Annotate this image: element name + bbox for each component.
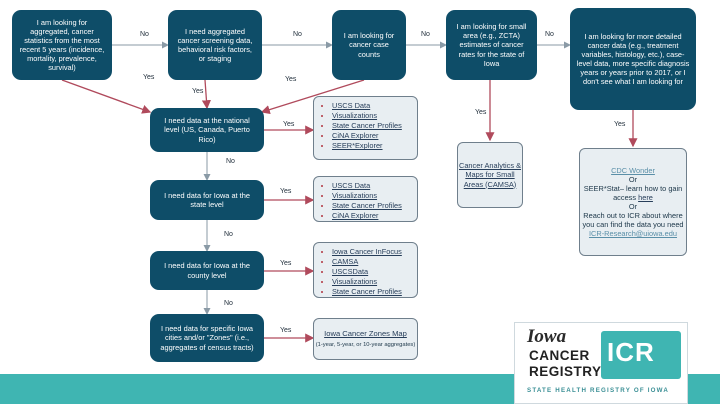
resource-final: CDC Wonder Or SEER*Stat– learn how to ga… [579,148,687,256]
node-q1: I am looking for aggregated, cancer stat… [12,10,112,80]
resource-zones: Iowa Cancer Zones Map (1-year, 5-year, o… [313,318,418,360]
label-yes-d1: Yes [283,121,295,128]
link-cdc-wonder[interactable]: CDC Wonder [611,165,655,175]
label-no-d2: No [224,231,233,238]
node-d1: I need data at the national level (US, C… [150,108,264,152]
label-no-d3: No [224,300,233,307]
node-q3: I am looking for cancer case counts [332,10,406,80]
link-state-cancer-profiles[interactable]: State Cancer Profiles [332,121,411,130]
reach-out-text: Reach out to ICR about where you can fin… [580,211,686,238]
label-yes-q2: Yes [192,88,204,95]
arrow-q2-d1 [201,79,211,110]
reach-out-label: Reach out to ICR about where you can fin… [582,211,684,230]
link-cina-explorer[interactable]: CiNA Explorer [332,211,411,220]
link-icr-email[interactable]: ICR-Research@uiowa.edu [588,229,678,239]
logo-tagline: STATE HEALTH REGISTRY OF IOWA [527,387,670,394]
label-yes-d4: Yes [280,327,292,334]
label-yes-q3: Yes [285,76,297,83]
link-state-cancer-profiles[interactable]: State Cancer Profiles [332,287,411,296]
link-visualizations[interactable]: Visualizations [332,277,411,286]
label-no-q3: No [421,31,430,38]
node-q4: I am looking for small area (e.g., ZCTA)… [446,10,537,80]
node-d2: I need data for Iowa at the state level [150,180,264,220]
resource-national: USCS Data Visualizations State Cancer Pr… [313,96,418,160]
iowa-cancer-registry-logo: Iowa CANCER REGISTRY ICR STATE HEALTH RE… [514,322,688,404]
label-no-d1: No [226,158,235,165]
node-d4: I need data for specific Iowa cities and… [150,314,264,362]
link-camsa-full[interactable]: Cancer Analytics & Maps for Small Areas … [458,161,522,189]
link-seer-explorer[interactable]: SEER*Explorer [332,141,411,150]
label-yes-q1: Yes [143,74,155,81]
label-yes-q4: Yes [475,109,487,116]
logo-registry-text: REGISTRY [529,364,602,379]
logo-icr-text: ICR [607,337,655,367]
arrow-q3-d1 [260,79,365,115]
resource-county: Iowa Cancer InFocus CAMSA USCSData Visua… [313,242,418,298]
resource-camsa: Cancer Analytics & Maps for Small Areas … [457,142,523,208]
label-no-q2: No [293,31,302,38]
link-iowa-cancer-infocus[interactable]: Iowa Cancer InFocus [332,247,411,256]
label-yes-d2: Yes [280,188,292,195]
link-state-cancer-profiles[interactable]: State Cancer Profiles [332,201,411,210]
seer-stat-text: SEER*Stat– learn how to gain access here [580,184,686,202]
label-no-q4: No [545,31,554,38]
logo-cancer-text: CANCER [529,348,590,363]
link-iowa-cancer-zones-map[interactable]: Iowa Cancer Zones Map [324,329,407,339]
label-no-q1: No [140,31,149,38]
link-seer-here[interactable]: here [638,192,653,202]
node-q2: I need aggregated cancer screening data,… [168,10,262,80]
link-visualizations[interactable]: Visualizations [332,191,411,200]
seer-stat-label: SEER*Stat– learn how to gain access [583,183,683,202]
iowa-state-shape-icon [601,331,681,379]
label-yes-q5: Yes [614,121,626,128]
or-text-1: Or [628,174,638,184]
resource-state: USCS Data Visualizations State Cancer Pr… [313,176,418,222]
link-uscs-data[interactable]: USCS Data [332,181,411,190]
or-text-2: Or [628,202,638,211]
link-cina-explorer[interactable]: CiNA Explorer [332,131,411,140]
label-yes-d3: Yes [280,260,292,267]
link-camsa[interactable]: CAMSA [332,257,411,266]
arrow-q1-d1 [61,79,152,114]
node-q5: I am looking for more detailed cancer da… [570,8,696,110]
logo-iowa-text: Iowa [527,326,567,347]
link-uscsdata[interactable]: USCSData [332,267,411,276]
link-uscs-data[interactable]: USCS Data [332,101,411,110]
zones-aggregates-note: (1-year, 5-year, or 10-year aggregates) [315,341,416,348]
link-visualizations[interactable]: Visualizations [332,111,411,120]
node-d3: I need data for Iowa at the county level [150,251,264,290]
